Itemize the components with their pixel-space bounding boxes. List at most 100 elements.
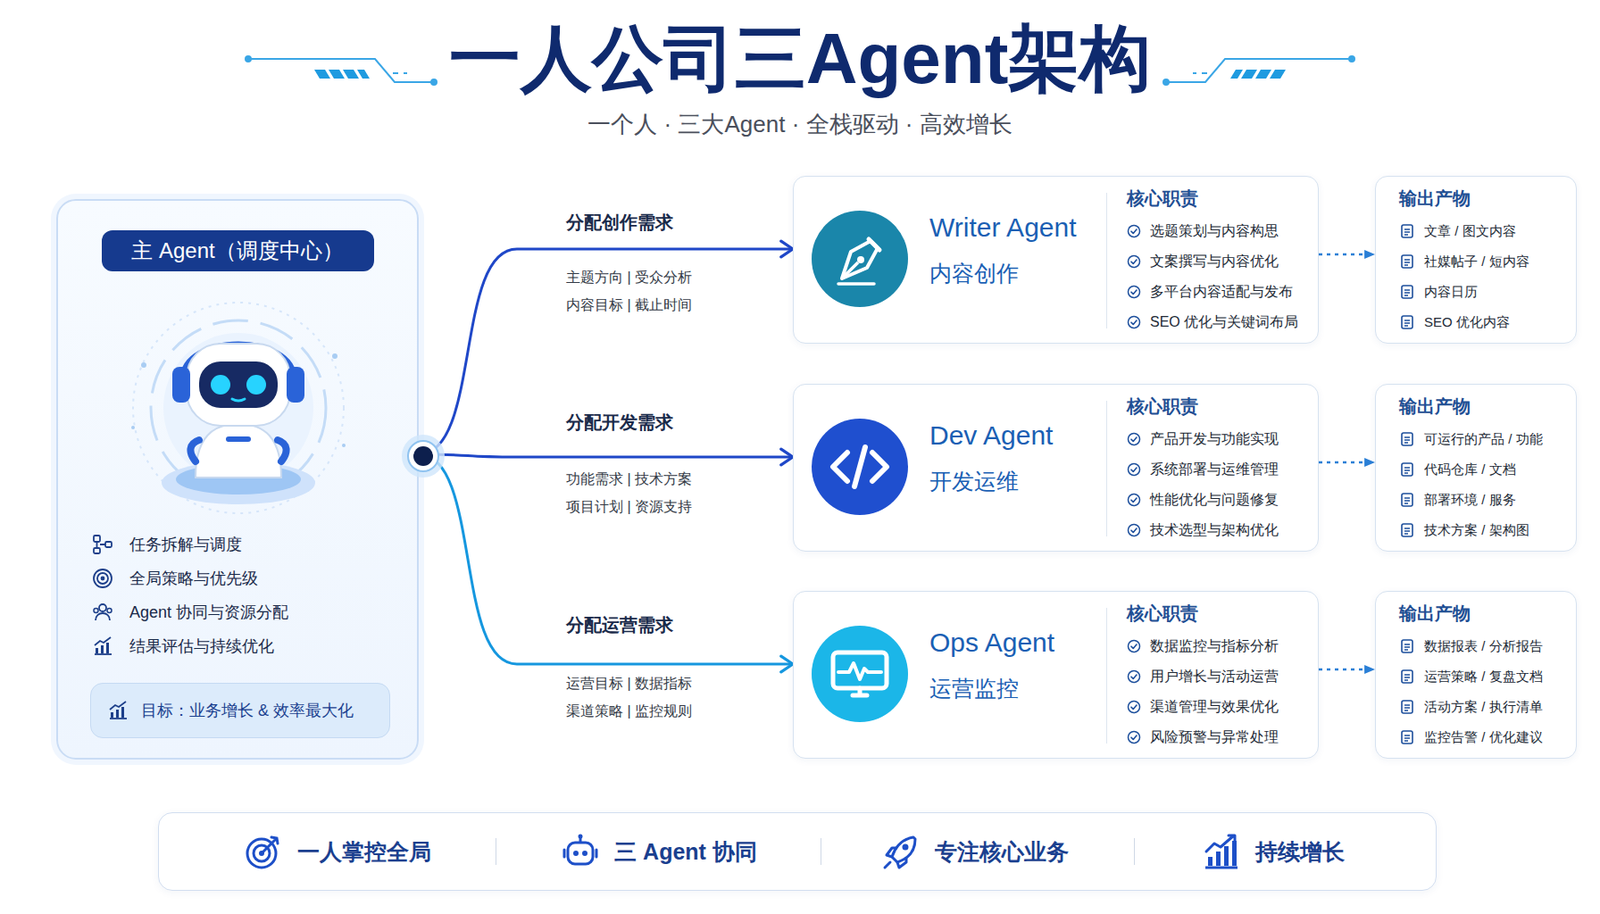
- output-connector: [1318, 253, 1375, 257]
- doc-icon: [1399, 223, 1416, 240]
- list-icon: [91, 601, 114, 624]
- duty-item: SEO 优化与关键词布局: [1150, 311, 1299, 334]
- doc-icon-svg: [1399, 223, 1416, 240]
- duty-item: 用户增长与活动运营: [1150, 666, 1279, 688]
- output-item: 代码仓库 / 文档: [1424, 458, 1517, 481]
- doc-icon-svg: [1399, 522, 1416, 539]
- duty-item: 选题策划与内容构思: [1150, 220, 1279, 242]
- header-text: 主 Agent（调度中心）: [131, 230, 343, 272]
- feature-icon: [881, 832, 921, 872]
- edge-label: 分配创作需求: [566, 210, 674, 234]
- agent-name: Ops Agent: [929, 625, 1055, 660]
- duty-heading: 核心职责: [1126, 185, 1199, 211]
- output-item: 部署环境 / 服务: [1424, 489, 1517, 511]
- output-box: 输出产物文章 / 图文内容社媒帖子 / 短内容内容日历SEO 优化内容: [1375, 175, 1577, 344]
- right-stripes: [1230, 69, 1286, 79]
- agent-icon-svg: [811, 210, 909, 308]
- agent-name: Writer Agent: [929, 210, 1077, 245]
- doc-icon: [1399, 491, 1416, 509]
- check-icon: [1126, 523, 1142, 538]
- left-deco: [245, 56, 437, 85]
- check-icon-svg: [1126, 523, 1142, 538]
- feature-icon-svg: [881, 832, 921, 872]
- duty-item: 性能优化与问题修复: [1150, 489, 1279, 511]
- list-icon: [91, 635, 114, 658]
- duty-item: 技术选型与架构优化: [1150, 519, 1279, 542]
- output-heading: 输出产物: [1399, 600, 1471, 626]
- list-icon-svg: [91, 533, 114, 556]
- list-icon-svg: [91, 567, 114, 590]
- duty-item: 结果评估与持续优化: [129, 634, 275, 659]
- feature-icon-svg: [560, 832, 600, 872]
- dispatch-panel: 任务拆解与调度全局策略与优先级 Agent 协同与资源分配结果评估与持续优化 主 A…: [56, 199, 419, 760]
- feature-icon-svg: [243, 832, 284, 872]
- agent-icon-svg: [811, 625, 909, 723]
- feature-icon: [243, 832, 284, 872]
- check-icon: [1126, 669, 1142, 684]
- bottom-bar: 一人掌控全局三 Agent 协同专注核心业务持续增长: [158, 812, 1437, 892]
- agent-card: Writer Agent内容创作核心职责选题策划与内容构思文案撰写与内容优化多平…: [792, 175, 1319, 344]
- output-item: 监控告警 / 优化建议: [1424, 726, 1543, 749]
- duty-item: Agent 协同与资源分配: [129, 600, 289, 625]
- dispatch-connector: [418, 249, 793, 455]
- check-icon-svg: [1126, 315, 1142, 330]
- doc-icon-svg: [1399, 699, 1416, 716]
- doc-icon: [1399, 699, 1416, 716]
- goal-pill: 目标：业务增长 & 效率最大化: [90, 683, 391, 739]
- doc-icon: [1399, 729, 1416, 746]
- requirement-detail: 主题方向 | 受众分析: [566, 267, 692, 288]
- card-divider: [1106, 192, 1108, 329]
- duty-item: 产品开发与功能实现: [1150, 428, 1279, 450]
- output-item: 内容日历: [1424, 281, 1478, 303]
- duty-item: 多平台内容适配与发布: [1150, 281, 1293, 303]
- doc-icon-svg: [1399, 314, 1416, 331]
- doc-icon-svg: [1399, 668, 1416, 685]
- check-icon-svg: [1126, 669, 1142, 684]
- goal-text: 目标：业务增长 & 效率最大化: [141, 699, 354, 723]
- output-heading: 输出产物: [1399, 185, 1471, 211]
- requirement-detail: 功能需求 | 技术方案: [566, 469, 692, 490]
- output-item: 社媒帖子 / 短内容: [1424, 250, 1530, 273]
- check-icon: [1126, 700, 1142, 715]
- doc-icon-svg: [1399, 283, 1416, 300]
- check-icon: [1126, 639, 1142, 654]
- output-item: 可运行的产品 / 功能: [1424, 428, 1543, 450]
- check-icon-svg: [1126, 254, 1142, 269]
- agent-role: 内容创作: [929, 258, 1019, 288]
- duty-item: 全局策略与优先级: [129, 566, 259, 591]
- left-stripes: [314, 69, 370, 79]
- duty-heading: 核心职责: [1126, 600, 1199, 626]
- output-box: 输出产物数据报表 / 分析报告运营策略 / 复盘文档活动方案 / 执行清单监控告…: [1375, 591, 1577, 759]
- bar-divider: [1133, 838, 1135, 866]
- feature-text: 一人掌控全局: [297, 836, 432, 867]
- doc-icon: [1399, 314, 1416, 331]
- check-icon-svg: [1126, 700, 1142, 715]
- doc-icon-svg: [1399, 253, 1416, 270]
- subtitle: 一个人 · 三大Agent · 全栈驱动 · 高效增长: [0, 108, 1600, 140]
- feature-text: 持续增长: [1255, 836, 1345, 867]
- robot-illustration: [113, 293, 364, 526]
- output-item: SEO 优化内容: [1424, 311, 1510, 334]
- list-icon-svg: [91, 635, 114, 658]
- doc-icon: [1399, 522, 1416, 539]
- dispatch-connector: [418, 454, 793, 665]
- doc-icon-svg: [1399, 461, 1416, 478]
- agent-card: Dev Agent开发运维核心职责产品开发与功能实现系统部署与运维管理性能优化与…: [792, 383, 1319, 552]
- duty-item: 任务拆解与调度: [129, 533, 242, 557]
- output-item: 技术方案 / 架构图: [1424, 519, 1530, 542]
- check-icon-svg: [1126, 462, 1142, 477]
- doc-icon: [1399, 283, 1416, 300]
- feature-text: 三 Agent 协同: [614, 836, 758, 867]
- output-item: 运营策略 / 复盘文档: [1424, 666, 1543, 688]
- check-icon: [1126, 462, 1142, 477]
- duty-item: 风险预警与异常处理: [1150, 726, 1279, 749]
- feature-icon-svg: [1201, 832, 1242, 872]
- doc-icon: [1399, 638, 1416, 655]
- check-icon: [1126, 492, 1142, 508]
- requirement-detail: 渠道策略 | 监控规则: [566, 701, 692, 722]
- header-pill: 主 Agent（调度中心）: [101, 230, 375, 272]
- output-box: 输出产物可运行的产品 / 功能代码仓库 / 文档部署环境 / 服务技术方案 / …: [1375, 383, 1577, 552]
- list-icon: [91, 567, 114, 590]
- doc-icon: [1399, 253, 1416, 270]
- duty-item: 数据监控与指标分析: [1150, 635, 1279, 658]
